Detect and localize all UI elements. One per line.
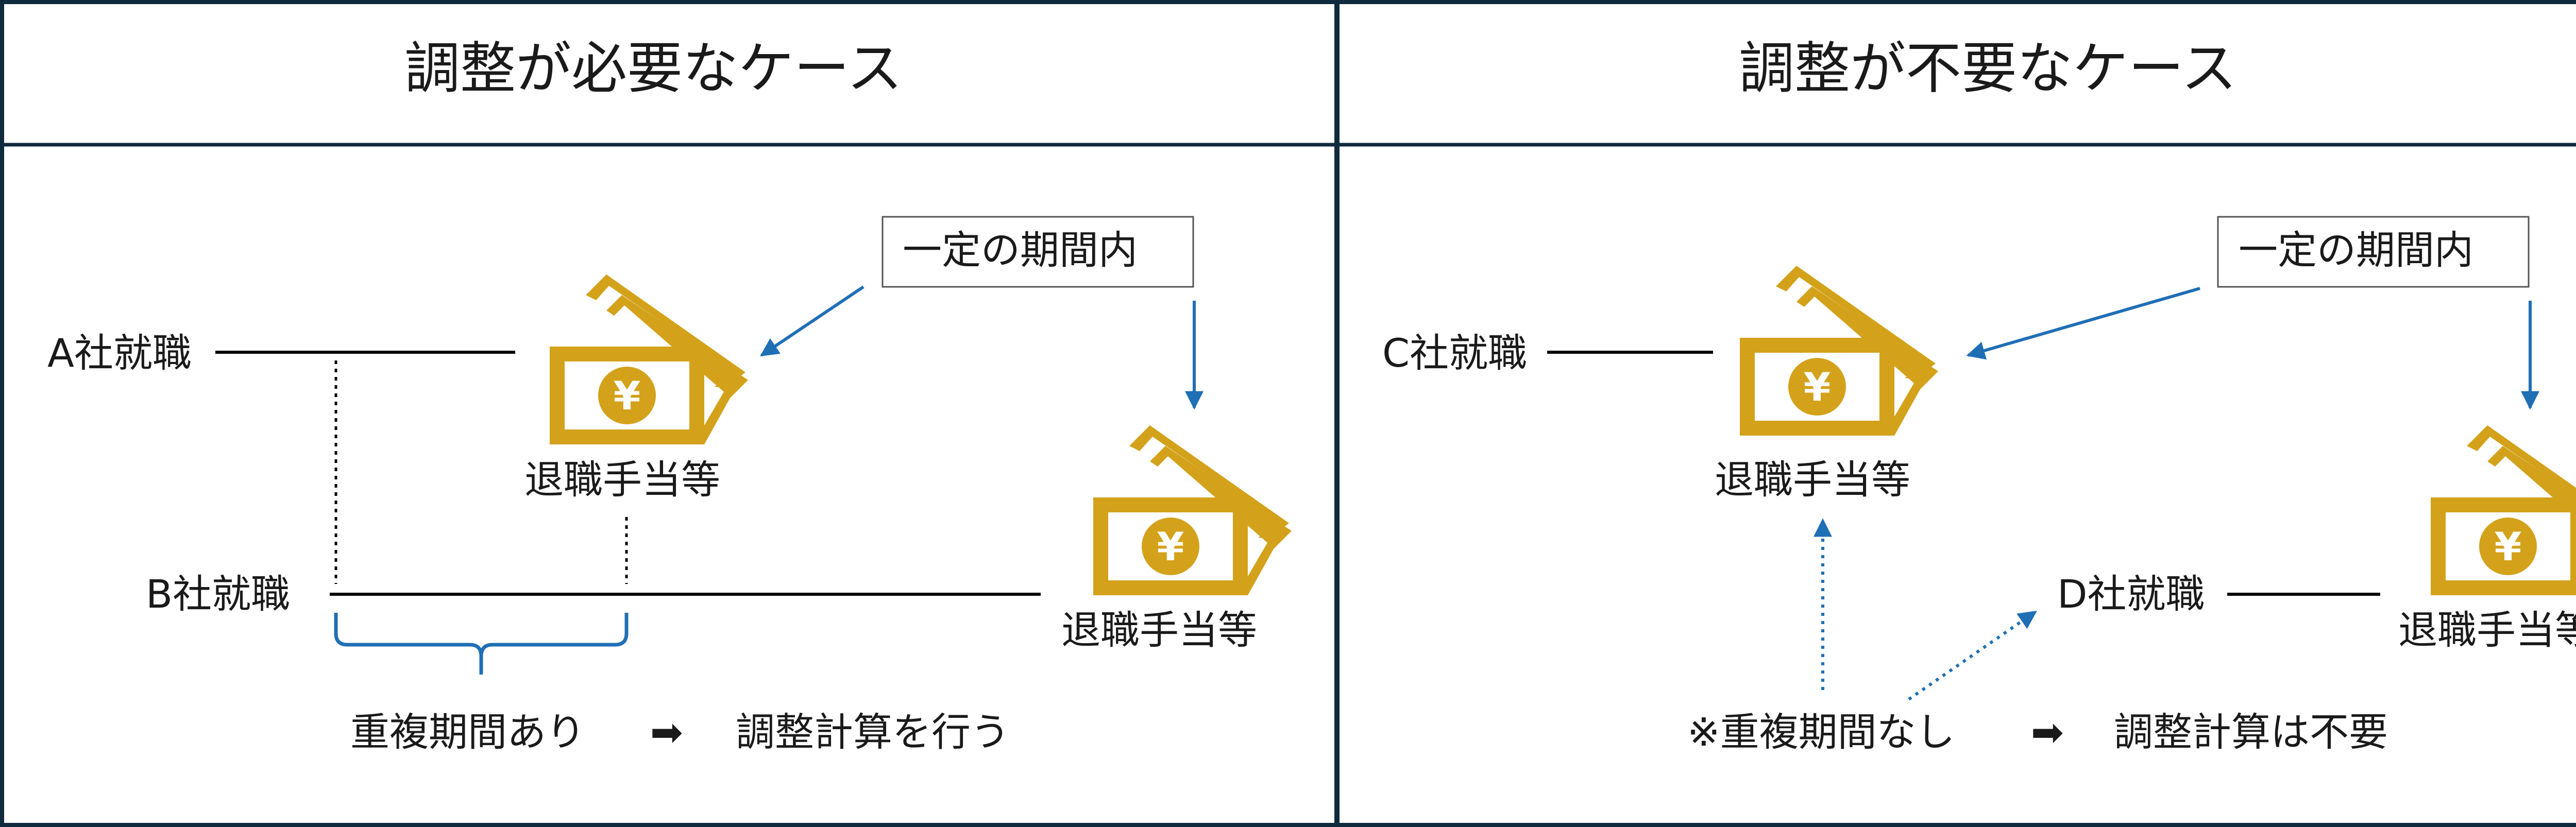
- right-graphics: ¥ ¥: [1547, 216, 2576, 701]
- company-d-label: D社就職: [2057, 571, 2205, 617]
- payment-label-1: 退職手当等: [1715, 457, 1910, 503]
- overlap-brace: [334, 613, 629, 675]
- yen-banknote-icon: ¥: [2431, 425, 2576, 595]
- result-label: 調整計算を行う: [736, 709, 1010, 755]
- arrow-glyph: ➡: [650, 709, 683, 755]
- svg-text:¥: ¥: [2495, 524, 2522, 570]
- period-box: [2217, 216, 2530, 288]
- payment-label-1: 退職手当等: [524, 457, 720, 503]
- company-c-label: C社就職: [1382, 330, 1528, 376]
- payment-label-2: 退職手当等: [2398, 607, 2576, 653]
- case-adjustment-required: ¥ ¥ 調整が必要なケース 一定の期間内 A社就職 B社就職 退職手当等 退職手…: [47, 37, 1292, 755]
- period-arrow-1: [760, 285, 865, 357]
- yen-banknote-icon: ¥: [1740, 266, 1938, 436]
- panel-title-left: 調整が必要なケース: [404, 37, 903, 101]
- left-graphics: ¥ ¥: [215, 216, 1292, 675]
- svg-text:¥: ¥: [1804, 364, 1831, 410]
- case-adjustment-not-required: ¥ ¥ 調整が不要なケース 一定の期間内 C社就職 D社就職 退職手当等 退職手…: [1337, 0, 2576, 827]
- period-box-label: 一定の期間内: [903, 227, 1138, 273]
- no-overlap-arrow-2: [1908, 610, 2037, 701]
- result-label: 調整計算は不要: [2114, 709, 2388, 755]
- overlap-label: ※重複期間なし: [1687, 709, 1955, 755]
- svg-text:¥: ¥: [1157, 524, 1184, 570]
- period-arrow-1: [1966, 287, 2200, 360]
- company-b-label: B社就職: [146, 571, 291, 617]
- panel-title-right: 調整が不要なケース: [1739, 37, 2237, 101]
- company-a-label: A社就職: [47, 330, 192, 376]
- arrow-glyph: ➡: [2031, 709, 2064, 755]
- period-box: [882, 216, 1194, 288]
- yen-banknote-icon: ¥: [550, 274, 748, 444]
- payment-label-2: 退職手当等: [1061, 607, 1257, 653]
- yen-banknote-icon: ¥: [1093, 425, 1292, 595]
- period-box-label: 一定の期間内: [2239, 227, 2473, 273]
- overlap-label: 重複期間あり: [350, 709, 585, 755]
- svg-text:¥: ¥: [614, 373, 641, 419]
